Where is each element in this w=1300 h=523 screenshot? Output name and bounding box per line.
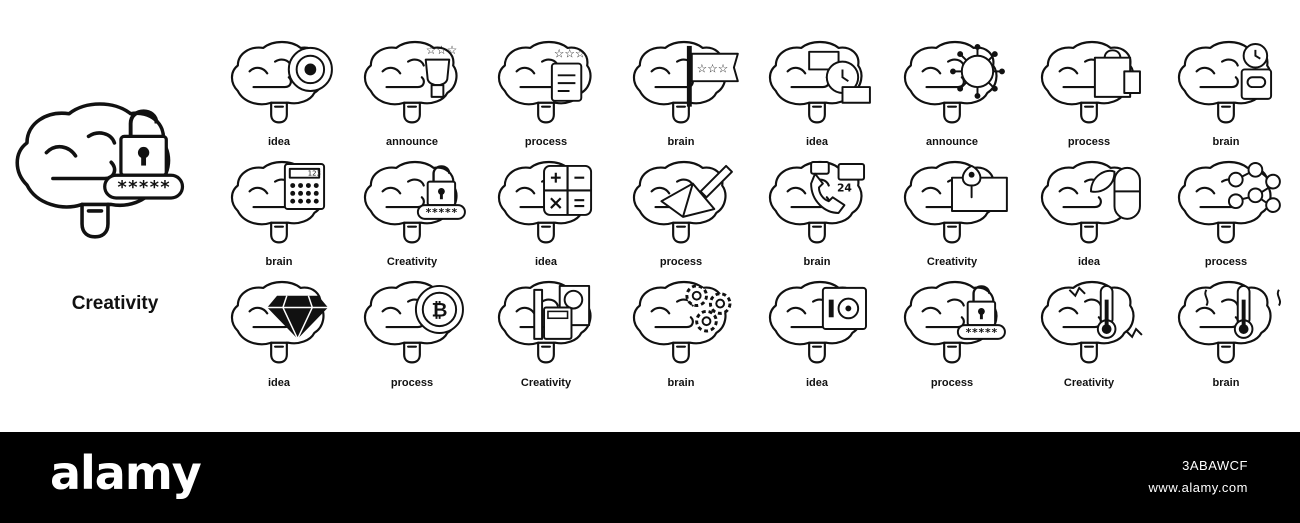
icon-label: Creativity (1063, 377, 1115, 389)
icon-label: brain (1212, 377, 1240, 389)
watermark-footer: alamy 3ABAWCF www.alamy.com (0, 432, 1300, 523)
icon-set-sheet: ***** ☆☆☆ ☆☆☆ ☆☆☆ 123 ***** 24 ₿ ***** idea annou… (15, 40, 1282, 389)
icon-label: Creativity (520, 377, 572, 389)
calculator-search-icon (497, 280, 592, 364)
clock-medicine-icon (1177, 40, 1273, 124)
icon-label: process (1067, 136, 1111, 148)
site-url: www.alamy.com (1148, 480, 1248, 495)
image-id: 3ABAWCF (1182, 458, 1248, 473)
icon-label: process (930, 377, 974, 389)
support-24-badge: 24 (837, 181, 852, 194)
diamond-icon (230, 280, 329, 364)
thermometer-hot-icon (1177, 280, 1282, 364)
icon-label: brain (667, 377, 695, 389)
clipboard-stars-icon: ☆☆☆ (497, 40, 592, 124)
target-chart-icon (230, 40, 333, 124)
icon-label: announce (926, 136, 978, 148)
icon-label: idea (267, 136, 290, 148)
safe-box-icon (768, 280, 867, 364)
icon-label: idea (805, 377, 828, 389)
icon-label: Creativity (926, 256, 978, 268)
thermometer-cold-icon (1040, 280, 1143, 364)
hero-label: Creativity (71, 293, 159, 314)
icon-label: process (1204, 256, 1248, 268)
alamy-logo: alamy (50, 446, 202, 500)
svg-text:☆☆☆: ☆☆☆ (554, 47, 586, 61)
padlock-password-icon: ***** (363, 160, 466, 244)
icon-label: process (524, 136, 568, 148)
svg-text:*****: ***** (117, 177, 171, 198)
support-24-icon: 24 (768, 160, 866, 244)
gears-icon (632, 280, 732, 364)
math-operators-icon (497, 160, 593, 244)
money-clock-icon (768, 40, 871, 124)
padlock-password-icon: ***** (903, 280, 1006, 364)
icon-label: idea (534, 256, 557, 268)
bitcoin-icon: ₿ (363, 280, 464, 364)
icon-label: announce (386, 136, 438, 148)
icon-label: brain (667, 136, 695, 148)
flag-stars-icon: ☆☆☆ (632, 40, 739, 124)
icon-label: idea (267, 377, 290, 389)
svg-text:☆☆☆: ☆☆☆ (697, 61, 729, 75)
svg-text:☆☆☆: ☆☆☆ (426, 43, 458, 57)
icon-canvas: ***** ☆☆☆ ☆☆☆ ☆☆☆ 123 ***** 24 ₿ ***** (15, 40, 1282, 364)
calculator-icon: 123 (230, 160, 326, 244)
hero-padlock-password-icon: ***** (15, 102, 185, 239)
capsule-leaf-icon (1040, 160, 1141, 244)
shopping-bag-icon (1040, 40, 1141, 124)
calculator-display-text: 123 (308, 170, 321, 178)
icon-label: process (659, 256, 703, 268)
icon-label: idea (1077, 256, 1100, 268)
svg-text:*****: ***** (425, 206, 457, 219)
icon-label: brain (803, 256, 831, 268)
icon-label: brain (265, 256, 293, 268)
icon-label: process (390, 377, 434, 389)
icon-label: Creativity (386, 256, 438, 268)
icon-label: brain (1212, 136, 1240, 148)
icon-label: idea (805, 136, 828, 148)
virus-icon (903, 40, 1005, 124)
map-pin-icon (903, 160, 1008, 244)
svg-text:*****: ***** (965, 326, 997, 339)
molecule-icon (1177, 160, 1281, 244)
trophy-stars-icon: ☆☆☆ (363, 40, 458, 124)
paper-plane-pencil-icon (632, 160, 733, 244)
svg-text:₿: ₿ (431, 298, 447, 321)
